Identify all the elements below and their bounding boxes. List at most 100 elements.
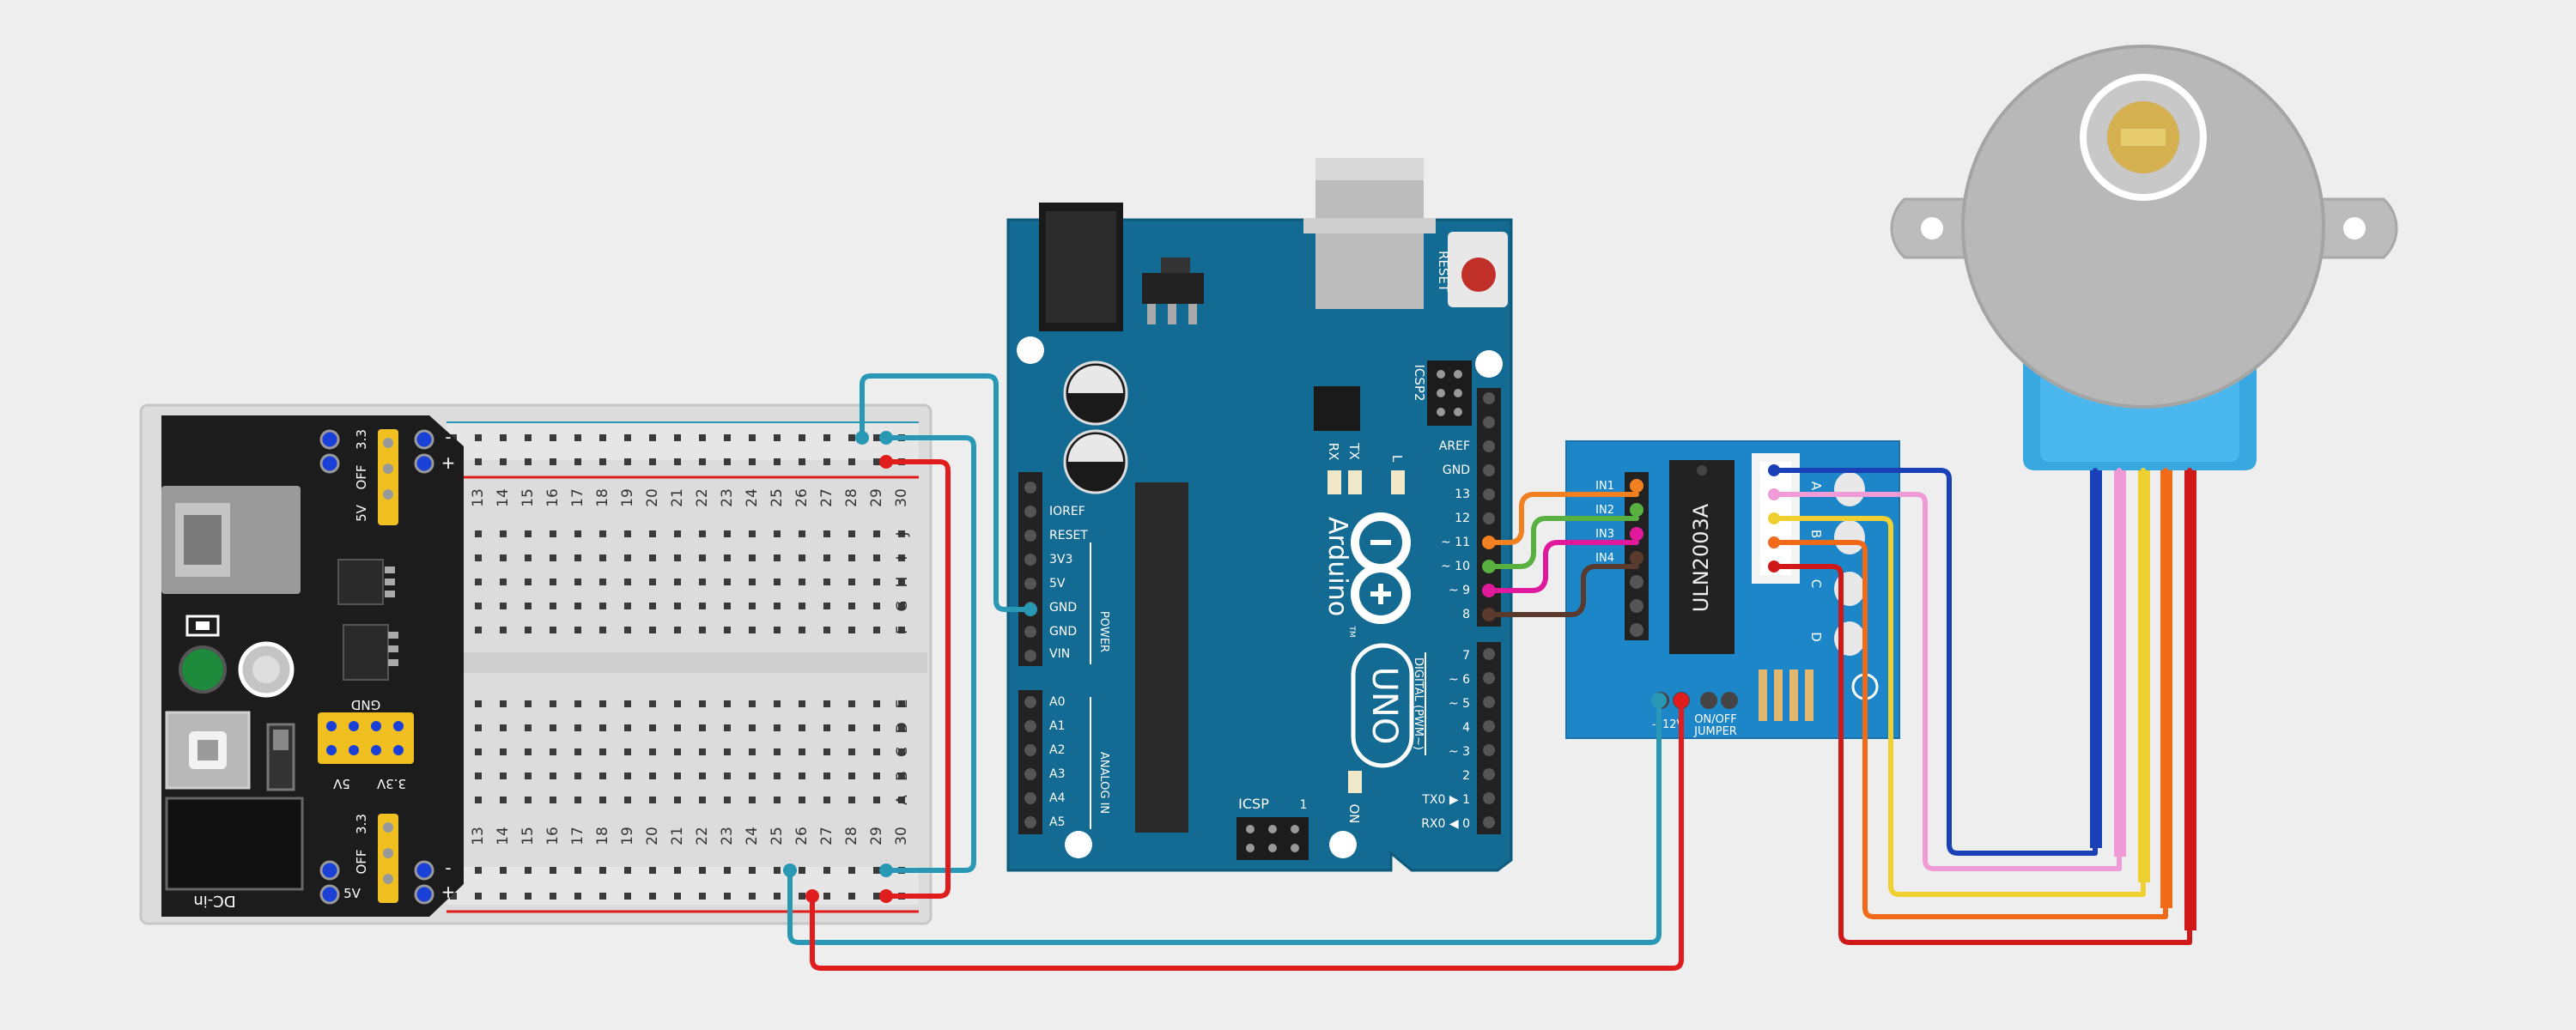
breadboard-hole[interactable] (550, 579, 556, 585)
breadboard-hole[interactable] (500, 530, 507, 537)
breadboard-hole[interactable] (500, 603, 507, 609)
breadboard-hole[interactable] (749, 434, 756, 441)
breadboard-hole[interactable] (799, 748, 805, 755)
breadboard-hole[interactable] (724, 530, 731, 537)
pin-socket[interactable] (1024, 768, 1036, 780)
breadboard-hole[interactable] (799, 530, 805, 537)
breadboard-hole[interactable] (599, 797, 606, 803)
breadboard-hole[interactable] (724, 554, 731, 561)
breadboard-hole[interactable] (599, 458, 606, 465)
breadboard-hole[interactable] (898, 627, 905, 633)
breadboard-hole[interactable] (475, 867, 482, 874)
breadboard-hole[interactable] (500, 458, 507, 465)
breadboard-hole[interactable] (624, 530, 631, 537)
breadboard-hole[interactable] (624, 579, 631, 585)
pin-socket[interactable] (1483, 696, 1495, 708)
breadboard-hole[interactable] (525, 700, 532, 707)
breadboard-hole[interactable] (550, 603, 556, 609)
breadboard-hole[interactable] (848, 554, 855, 561)
breadboard-hole[interactable] (500, 724, 507, 731)
breadboard-hole[interactable] (898, 530, 905, 537)
breadboard-hole[interactable] (724, 434, 731, 441)
breadboard-hole[interactable] (624, 893, 631, 900)
breadboard-hole[interactable] (699, 724, 706, 731)
breadboard-hole[interactable] (550, 434, 556, 441)
breadboard-hole[interactable] (724, 579, 731, 585)
breadboard-hole[interactable] (649, 554, 656, 561)
breadboard-hole[interactable] (475, 772, 482, 779)
breadboard-hole[interactable] (898, 554, 905, 561)
breadboard-hole[interactable] (724, 893, 731, 900)
breadboard-hole[interactable] (599, 748, 606, 755)
breadboard-hole[interactable] (649, 700, 656, 707)
breadboard-hole[interactable] (699, 797, 706, 803)
breadboard-hole[interactable] (699, 700, 706, 707)
breadboard-hole[interactable] (574, 603, 581, 609)
breadboard-hole[interactable] (475, 700, 482, 707)
breadboard-hole[interactable] (525, 627, 532, 633)
breadboard-hole[interactable] (674, 603, 681, 609)
breadboard-hole[interactable] (823, 458, 830, 465)
breadboard-hole[interactable] (898, 579, 905, 585)
breadboard-hole[interactable] (749, 772, 756, 779)
pin-socket[interactable] (1024, 506, 1036, 518)
breadboard-hole[interactable] (550, 530, 556, 537)
breadboard-hole[interactable] (649, 772, 656, 779)
breadboard-hole[interactable] (774, 772, 781, 779)
breadboard-hole[interactable] (848, 772, 855, 779)
pin-socket[interactable] (1024, 696, 1036, 708)
breadboard-hole[interactable] (674, 554, 681, 561)
breadboard-hole[interactable] (823, 748, 830, 755)
breadboard-hole[interactable] (500, 893, 507, 900)
breadboard-hole[interactable] (873, 700, 880, 707)
breadboard-hole[interactable] (500, 434, 507, 441)
breadboard-hole[interactable] (873, 748, 880, 755)
breadboard-hole[interactable] (799, 603, 805, 609)
breadboard-hole[interactable] (649, 627, 656, 633)
breadboard-hole[interactable] (624, 700, 631, 707)
breadboard-hole[interactable] (799, 458, 805, 465)
pin-socket[interactable] (1483, 768, 1495, 780)
breadboard-hole[interactable] (774, 530, 781, 537)
breadboard-hole[interactable] (749, 724, 756, 731)
breadboard-hole[interactable] (724, 458, 731, 465)
breadboard-hole[interactable] (525, 603, 532, 609)
breadboard-hole[interactable] (774, 797, 781, 803)
breadboard-hole[interactable] (624, 458, 631, 465)
pin-socket[interactable] (1483, 416, 1495, 428)
breadboard-hole[interactable] (599, 772, 606, 779)
breadboard-hole[interactable] (475, 627, 482, 633)
pin-socket[interactable] (1483, 512, 1495, 524)
breadboard-hole[interactable] (898, 772, 905, 779)
pin-socket[interactable] (1483, 672, 1495, 684)
breadboard-hole[interactable] (599, 554, 606, 561)
breadboard-hole[interactable] (724, 797, 731, 803)
breadboard-hole[interactable] (574, 458, 581, 465)
breadboard-hole[interactable] (500, 867, 507, 874)
breadboard-hole[interactable] (599, 627, 606, 633)
breadboard-hole[interactable] (525, 893, 532, 900)
breadboard-hole[interactable] (525, 579, 532, 585)
breadboard-hole[interactable] (848, 700, 855, 707)
breadboard-hole[interactable] (699, 530, 706, 537)
breadboard-hole[interactable] (699, 627, 706, 633)
breadboard-hole[interactable] (649, 579, 656, 585)
breadboard-hole[interactable] (699, 603, 706, 609)
breadboard-hole[interactable] (649, 530, 656, 537)
breadboard-hole[interactable] (774, 434, 781, 441)
pin-socket[interactable] (1024, 720, 1036, 732)
pin-socket[interactable] (1024, 554, 1036, 566)
breadboard-hole[interactable] (774, 603, 781, 609)
breadboard-hole[interactable] (799, 797, 805, 803)
breadboard-hole[interactable] (848, 893, 855, 900)
breadboard-hole[interactable] (674, 627, 681, 633)
breadboard-hole[interactable] (774, 893, 781, 900)
breadboard-hole[interactable] (774, 724, 781, 731)
breadboard-hole[interactable] (699, 772, 706, 779)
breadboard-hole[interactable] (450, 893, 457, 900)
breadboard-hole[interactable] (799, 579, 805, 585)
breadboard-hole[interactable] (848, 724, 855, 731)
breadboard-hole[interactable] (848, 579, 855, 585)
breadboard-hole[interactable] (823, 434, 830, 441)
breadboard-hole[interactable] (674, 724, 681, 731)
